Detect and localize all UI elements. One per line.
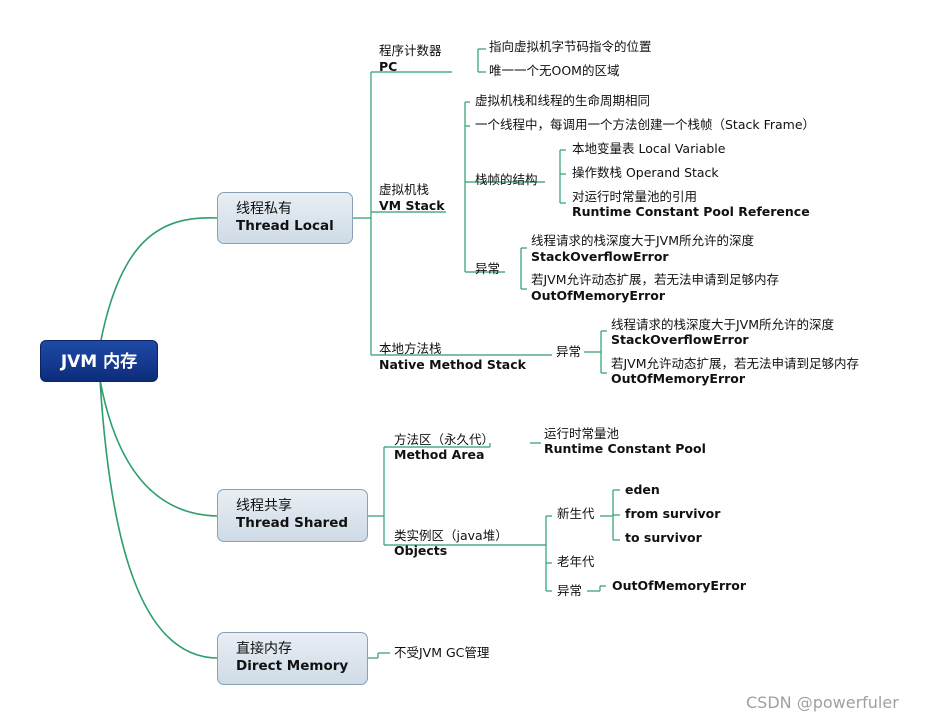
method-area-title-en: Method Area	[394, 447, 485, 462]
thread-shared-node: 线程共享 Thread Shared	[217, 489, 368, 542]
native-stack-title-en: Native Method Stack	[379, 357, 526, 372]
objects-exception-oom: OutOfMemoryError	[612, 578, 747, 593]
runtime-constant-pool-en: Runtime Constant Pool	[544, 441, 706, 456]
thread-shared-title-cn: 线程共享	[236, 498, 292, 514]
frame-operand-stack: 操作数栈 Operand Stack	[572, 165, 719, 180]
pc-item-2: 唯一一个无OOM的区域	[489, 63, 620, 78]
young-gen-label: 新生代	[557, 506, 595, 521]
pc-title-cn: 程序计数器	[379, 43, 442, 58]
frame-structure-label: 栈帧的结构	[475, 172, 538, 187]
frame-rcp-ref-en: Runtime Constant Pool Reference	[572, 204, 810, 219]
thread-shared-title-en: Thread Shared	[236, 515, 349, 531]
direct-memory-title-en: Direct Memory	[236, 658, 349, 674]
native-stack-exception-2-en: OutOfMemoryError	[611, 371, 746, 386]
vm-stack-exception-2-cn: 若JVM允许动态扩展，若无法申请到足够内存	[531, 272, 780, 287]
native-stack-exceptions-label: 异常	[556, 344, 582, 359]
vm-stack-item-1: 虚拟机栈和线程的生命周期相同	[475, 93, 651, 108]
vm-stack-exception-1-cn: 线程请求的栈深度大于JVM所允许的深度	[531, 233, 755, 248]
native-stack-exception-1-cn: 线程请求的栈深度大于JVM所允许的深度	[611, 317, 835, 332]
thread-local-title-en: Thread Local	[236, 218, 334, 234]
vm-stack-exception-1-en: StackOverflowError	[531, 249, 669, 264]
young-gen-eden: eden	[625, 482, 660, 497]
pc-title-en: PC	[379, 59, 398, 74]
thread-local-node: 线程私有 Thread Local	[217, 192, 353, 244]
native-stack-exception-1-en: StackOverflowError	[611, 332, 749, 347]
pc-item-1: 指向虚拟机字节码指令的位置	[489, 39, 652, 54]
direct-memory-item: 不受JVM GC管理	[394, 645, 490, 660]
method-area-title-cn: 方法区（永久代）	[394, 432, 495, 447]
vm-stack-item-2: 一个线程中，每调用一个方法创建一个栈帧（Stack Frame）	[475, 117, 816, 132]
direct-memory-title-cn: 直接内存	[236, 641, 292, 657]
vm-stack-title-en: VM Stack	[379, 198, 445, 213]
objects-title-cn: 类实例区（java堆）	[394, 528, 508, 543]
objects-title-en: Objects	[394, 543, 448, 558]
vm-stack-exception-2-en: OutOfMemoryError	[531, 288, 666, 303]
connector-root-shared	[99, 379, 219, 517]
native-stack-title-cn: 本地方法栈	[379, 341, 442, 356]
native-stack-exception-2-cn: 若JVM允许动态扩展，若无法申请到足够内存	[611, 356, 860, 371]
vm-stack-title-cn: 虚拟机栈	[379, 182, 430, 197]
connector-root-direct	[99, 379, 219, 659]
vm-stack-exceptions-label: 异常	[475, 261, 501, 276]
frame-rcp-ref-cn: 对运行时常量池的引用	[572, 189, 698, 204]
frame-local-variable: 本地变量表 Local Variable	[572, 141, 726, 156]
old-gen-label: 老年代	[557, 554, 595, 569]
young-gen-to-survivor: to survivor	[625, 530, 702, 545]
root-node: JVM 内存	[40, 340, 158, 382]
young-gen-from-survivor: from survivor	[625, 506, 721, 521]
connector-root-local	[99, 216, 219, 346]
direct-memory-node: 直接内存 Direct Memory	[217, 632, 368, 685]
objects-exceptions-label: 异常	[557, 583, 583, 598]
thread-local-title-cn: 线程私有	[236, 201, 292, 217]
runtime-constant-pool-cn: 运行时常量池	[544, 426, 620, 441]
watermark: CSDN @powerfuler	[746, 693, 899, 712]
